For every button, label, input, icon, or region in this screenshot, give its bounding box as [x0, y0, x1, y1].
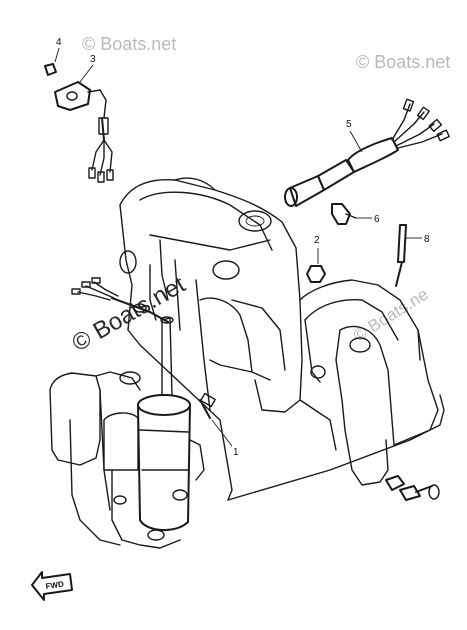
tilt-tube-end	[238, 210, 272, 232]
trim-unit-leads	[71, 277, 169, 323]
part-1-bolt: 1	[199, 392, 239, 458]
callout-5: 5	[346, 119, 352, 130]
part-3-switch: 3	[54, 54, 114, 183]
fwd-label: FWD	[45, 580, 65, 591]
trim-tilt-unit	[49, 316, 205, 549]
clamp-bracket	[299, 279, 439, 486]
callout-3: 3	[90, 54, 96, 65]
tilt-cylinder	[137, 404, 191, 531]
part-5-harness: 5	[284, 98, 450, 207]
part-6-clamp: 6	[331, 203, 380, 225]
watermark-top-right: © Boats.net	[356, 52, 450, 72]
callout-8: 8	[424, 234, 430, 245]
watermark-top-left: © Boats.net	[82, 34, 176, 54]
part-4-screw: 4	[44, 37, 62, 76]
part-8-tie-strap: 8	[395, 224, 430, 287]
mount-bolts	[385, 475, 440, 501]
transom-bracket	[119, 177, 445, 501]
part-2-nut: 2	[306, 235, 326, 283]
callout-2: 2	[314, 235, 320, 246]
callout-6: 6	[374, 214, 380, 225]
callout-1: 1	[233, 447, 239, 458]
callout-4: 4	[56, 37, 62, 48]
fwd-arrow: FWD	[31, 571, 73, 601]
